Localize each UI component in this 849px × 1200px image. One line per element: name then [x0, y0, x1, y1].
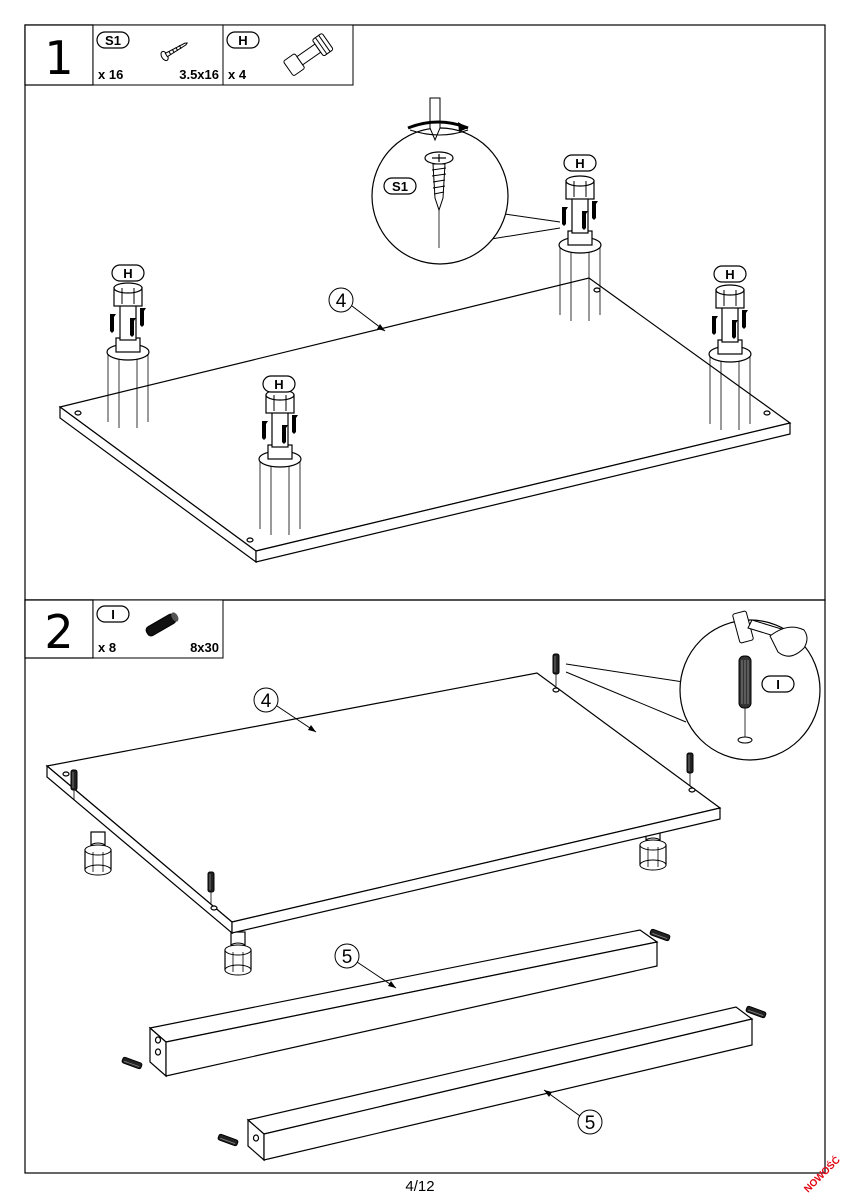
- svg-text:H: H: [123, 266, 132, 281]
- detail-label-s1: S1: [392, 179, 408, 194]
- callout-panel-4-step2: 4: [253, 687, 317, 733]
- brand-stamp: NOWOŚĆ: [801, 1153, 843, 1195]
- callout-side-5-lower: 5: [543, 1089, 603, 1135]
- callout-side-5-upper: 5: [334, 943, 397, 989]
- leg-label-1: H: [111, 264, 145, 282]
- dowel-icon: [145, 612, 179, 637]
- foot-left: [84, 831, 112, 876]
- dowel-2: [552, 653, 560, 675]
- hammer-icon: [732, 610, 808, 657]
- dowel-5: [121, 1056, 143, 1070]
- detail-label-i: I: [776, 677, 780, 692]
- dowel-detail-zoom: I: [565, 610, 821, 761]
- svg-text:5: 5: [342, 947, 353, 968]
- screw-icon: [160, 42, 189, 62]
- step1-header: 1 S1 H x 16 3.5x16 x 4: [24, 24, 354, 86]
- step1-part1-code: S1: [105, 33, 121, 48]
- dowel-3: [686, 752, 694, 774]
- step2-part1-code: I: [111, 607, 115, 622]
- dowel-4: [207, 871, 215, 893]
- step2-frame: [24, 599, 826, 1174]
- leg-label-3: H: [713, 265, 747, 283]
- leg-label-2: H: [262, 375, 296, 393]
- svg-text:5: 5: [585, 1113, 596, 1134]
- svg-text:H: H: [575, 156, 584, 171]
- step2-part1-size: 8x30: [190, 640, 219, 655]
- svg-text:4: 4: [261, 691, 272, 712]
- step1-number: 1: [44, 31, 73, 85]
- dowel-1: [70, 769, 78, 791]
- step1-part2-code: H: [238, 33, 247, 48]
- screw-detail-zoom: S1: [371, 97, 561, 265]
- step1-part2-qty: x 4: [228, 67, 247, 82]
- step1-part1-size: 3.5x16: [179, 67, 219, 82]
- step1-part1-qty: x 16: [98, 67, 123, 82]
- svg-text:H: H: [274, 377, 283, 392]
- step2-number: 2: [44, 605, 73, 659]
- leg-label-4: H: [563, 154, 597, 172]
- side-panel-5-upper: [148, 929, 659, 1078]
- dowel-7: [217, 1133, 239, 1147]
- callout-panel-4: 4: [328, 287, 386, 332]
- side-panel-5-lower: [246, 1006, 754, 1162]
- page-number: 4/12: [405, 1178, 434, 1195]
- svg-text:4: 4: [336, 291, 347, 312]
- foot-front: [224, 931, 252, 976]
- step2-part1-qty: x 8: [98, 640, 116, 655]
- step2-header: 2 I x 8 8x30: [24, 599, 224, 659]
- screw-closeup-icon: [424, 151, 454, 248]
- leg-icon: [283, 33, 334, 76]
- screwdriver-icon: [407, 97, 469, 142]
- panel-4: [58, 277, 792, 564]
- dowel-closeup-icon: [737, 655, 753, 744]
- svg-text:H: H: [725, 267, 734, 282]
- panel-4-step2: [45, 672, 722, 935]
